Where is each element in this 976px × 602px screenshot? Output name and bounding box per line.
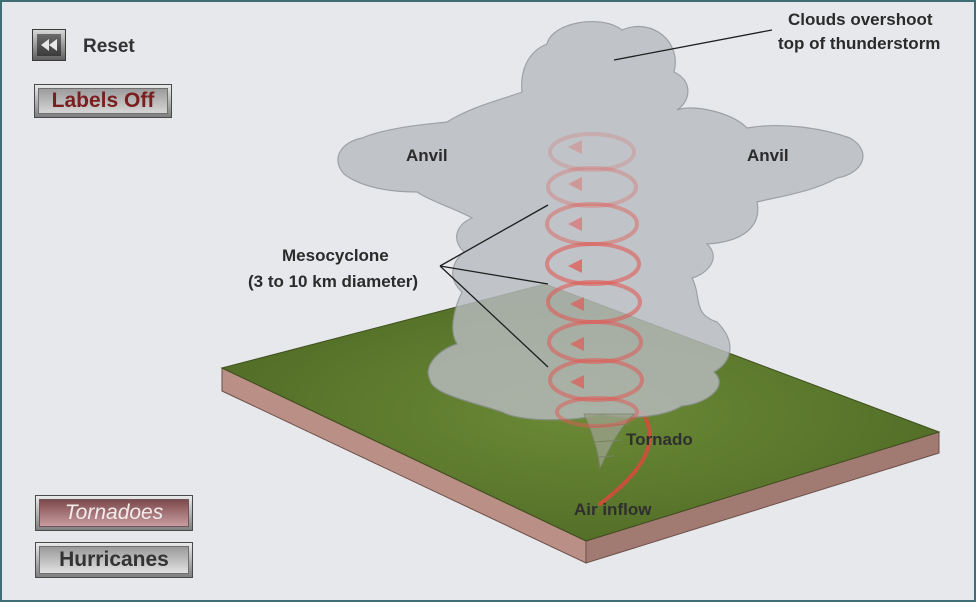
anvil-left-label: Anvil [406, 146, 448, 165]
rewind-icon [37, 34, 61, 56]
hurricanes-button[interactable]: Hurricanes [35, 542, 193, 578]
air-inflow-label: Air inflow [574, 500, 652, 519]
labels-off-button[interactable]: Labels Off [34, 84, 172, 118]
clouds-overshoot-label-line1: Clouds overshoot [788, 10, 933, 29]
labels-off-label: Labels Off [38, 88, 168, 114]
clouds-overshoot-label-line2: top of thunderstorm [778, 34, 941, 53]
tornadoes-button[interactable]: Tornadoes [35, 495, 193, 531]
air-inflow-arrow [598, 410, 652, 506]
tornadoes-label: Tornadoes [39, 499, 189, 527]
hurricanes-label: Hurricanes [39, 546, 189, 574]
tornado-label: Tornado [626, 430, 693, 449]
reset-label: Reset [83, 36, 135, 57]
reset-button[interactable] [32, 29, 66, 61]
mesocyclone-label-line2: (3 to 10 km diameter) [248, 272, 419, 291]
mesocyclone-label-line1: Mesocyclone [282, 246, 389, 265]
thunderstorm-cloud [337, 21, 864, 421]
anvil-right-label: Anvil [747, 146, 789, 165]
leader-lines [439, 29, 773, 368]
mesocyclone-spiral [545, 132, 644, 428]
spiral-arrowheads [568, 140, 584, 389]
